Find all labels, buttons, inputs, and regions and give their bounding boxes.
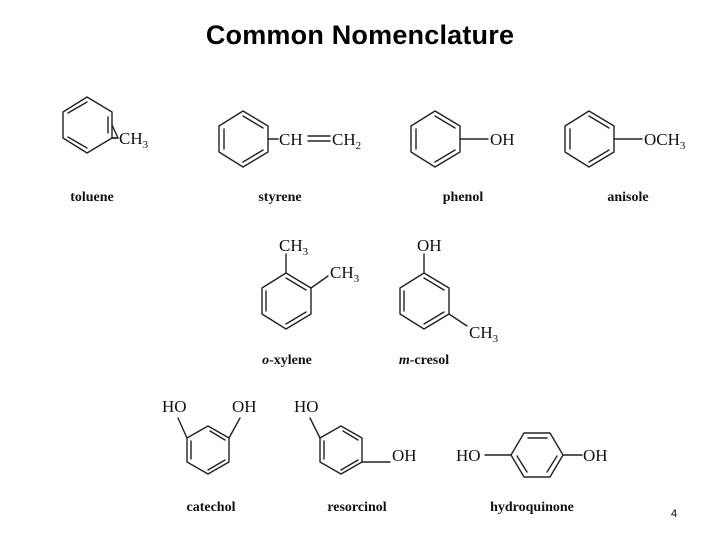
methyl-group-label-1: CH3 [279,236,309,258]
benzene-ring [62,96,113,154]
o-xylene-structure: CH3 CH3 o-xylene [261,236,360,368]
methyl-group-label: CH3 [469,323,499,345]
anisole-structure: OCH3 anisole [564,110,686,205]
benzene-ring [399,272,450,330]
methyl-group-label-2: CH3 [330,263,360,285]
page-number: 4 [670,508,678,520]
resorcinol-structure: HO OH resorcinol [294,397,417,515]
anisole-name: anisole [607,190,648,205]
phenol-structure: OH phenol [410,110,515,205]
hydroxyl-label-2: OH [392,446,417,465]
benzene-ring [261,272,312,330]
hydroquinone-structure: HO OH hydroquinone [456,432,608,515]
hydroxyl-label-2: OH [583,446,608,465]
m-cresol-structure: OH CH3 m-cresol [399,236,499,368]
vinyl-ch-label: CH [279,130,303,149]
hydroxyl-label-1: HO [456,446,481,465]
benzene-ring [410,110,461,168]
benzene-ring [218,110,269,168]
benzene-ring [186,425,230,475]
hydroxyl-label: OH [490,130,515,149]
methoxy-label: OCH3 [644,130,686,152]
toluene-structure: CH3 toluene [62,96,149,205]
benzene-ring [319,425,363,475]
styrene-name: styrene [258,190,301,205]
hydroxyl-label-2: OH [232,397,257,416]
hydroquinone-name: hydroquinone [490,500,574,515]
vinyl-ch2-label: CH2 [332,130,361,152]
phenol-name: phenol [443,190,484,205]
resorcinol-name: resorcinol [327,500,386,515]
catechol-structure: HO OH catechol [162,397,257,515]
catechol-name: catechol [187,500,236,515]
toluene-name: toluene [70,190,114,205]
methyl-group-label: CH3 [119,129,149,151]
hydroxyl-label-1: HO [294,397,319,416]
hydroxyl-label-1: HO [162,397,187,416]
o-xylene-name: o-xylene [262,353,312,368]
styrene-structure: CH CH2 styrene [218,110,361,205]
slide-title: Common Nomenclature [205,20,515,50]
hydroxyl-label: OH [417,236,442,255]
benzene-ring [510,432,564,478]
m-cresol-name: m-cresol [399,353,449,368]
benzene-ring [564,110,615,168]
